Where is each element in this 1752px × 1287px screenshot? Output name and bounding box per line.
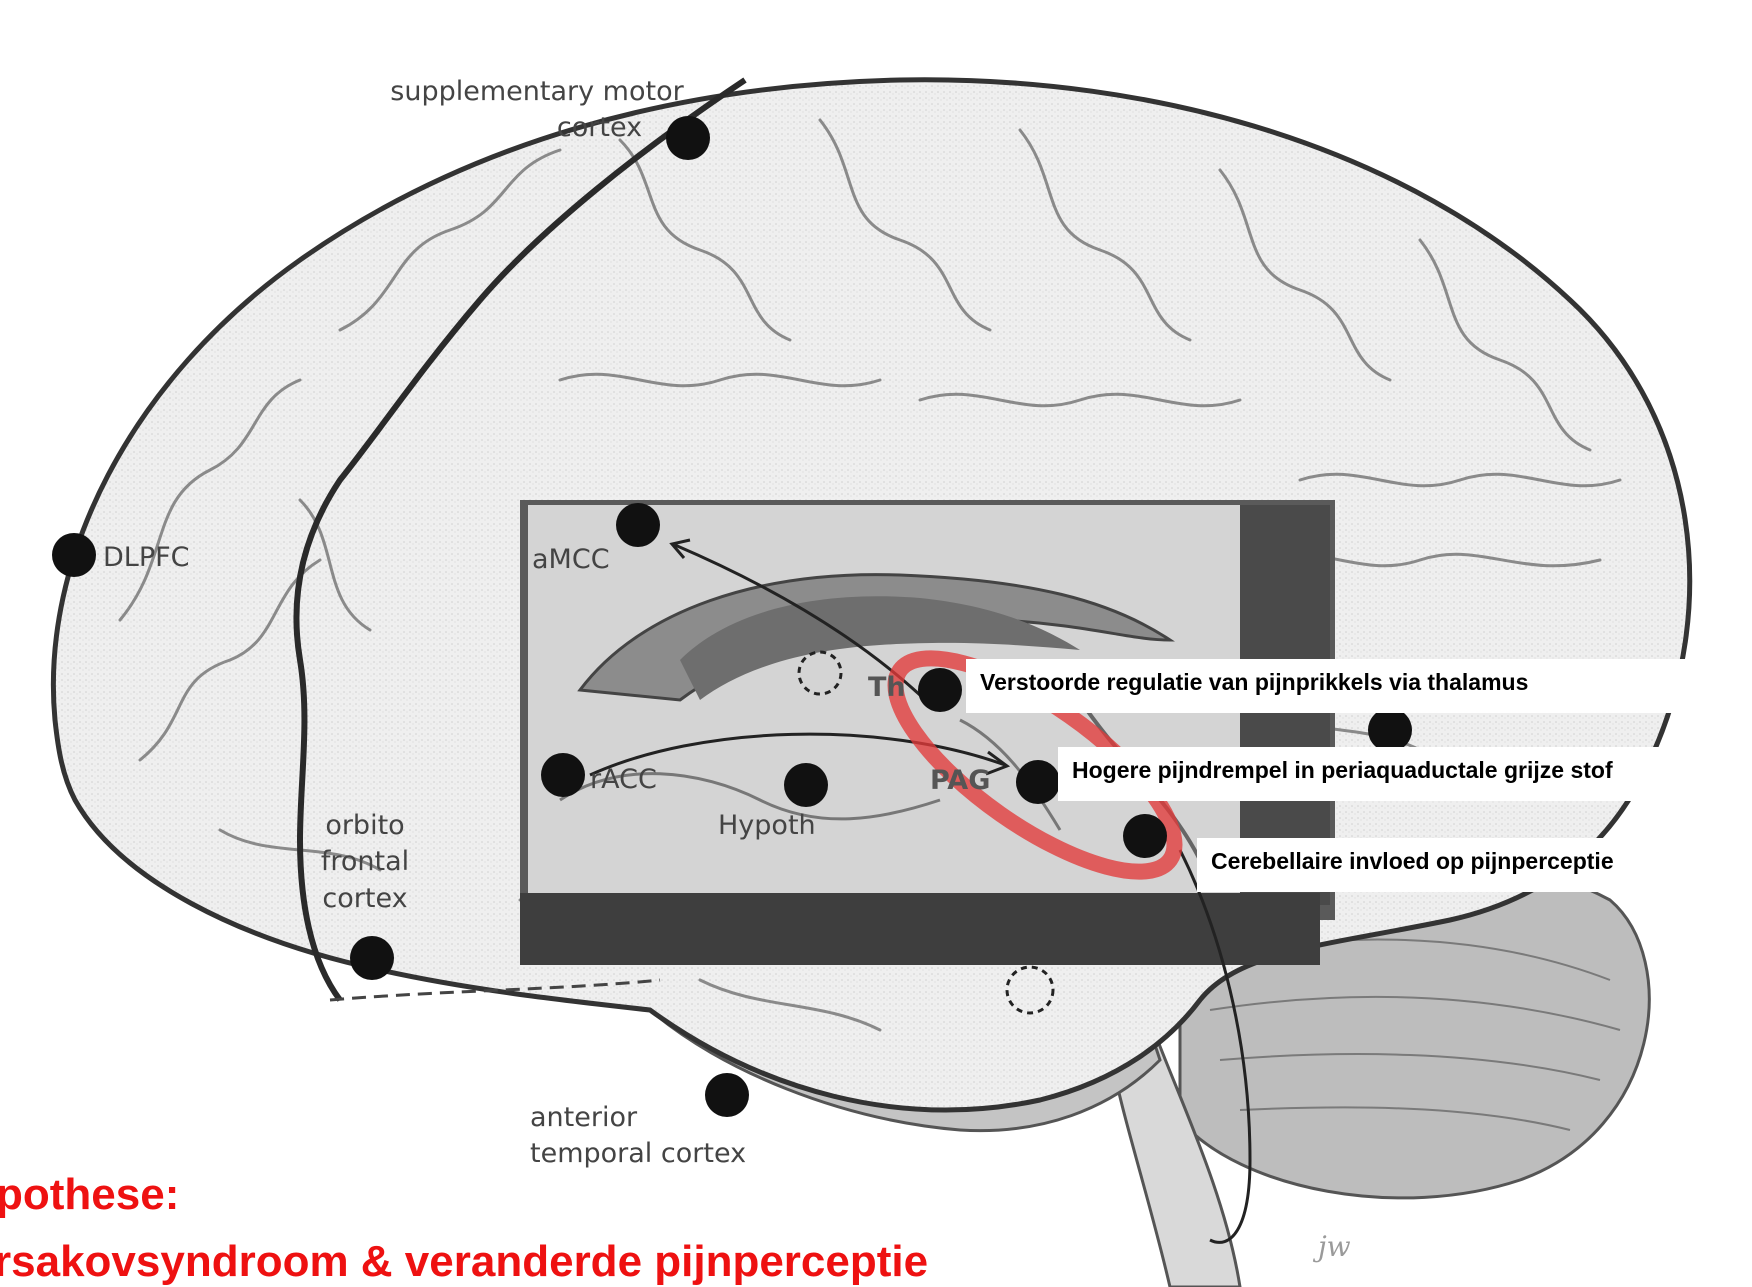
- label-pag: PAG: [930, 763, 990, 799]
- dot-right-hidden: [1368, 708, 1412, 752]
- artist-signature: jw: [1318, 1230, 1351, 1263]
- dot-orbito-frontal: [350, 936, 394, 980]
- label-th: Th: [868, 670, 906, 706]
- callout-thalamus: Verstoorde regulatie van pijnprikkels vi…: [966, 659, 1686, 713]
- label-supplementary-motor: supplementary motor cortex: [382, 74, 692, 147]
- dot-th: [918, 668, 962, 712]
- dot-pag: [1016, 760, 1060, 804]
- hypothesis-line-1: pothese:: [0, 1173, 179, 1217]
- label-hypoth: Hypoth: [718, 808, 816, 844]
- label-dlpfc: DLPFC: [103, 540, 190, 576]
- callout-pag: Hogere pijndrempel in periaquaductale gr…: [1058, 747, 1752, 801]
- dot-hypoth: [784, 763, 828, 807]
- dot-racc: [541, 753, 585, 797]
- label-racc: rACC: [590, 762, 657, 798]
- medial-view-inset: [520, 500, 1335, 965]
- dot-amcc: [616, 503, 660, 547]
- label-orbito-frontal: orbito frontal cortex: [300, 808, 430, 917]
- hypothesis-line-2: rsakovsyndroom & veranderde pijnpercepti…: [0, 1240, 928, 1284]
- dot-cerebellar: [1123, 814, 1167, 858]
- label-amcc: aMCC: [532, 542, 610, 578]
- label-anterior-temporal: anterior temporal cortex: [530, 1100, 746, 1173]
- dot-dlpfc: [52, 533, 96, 577]
- callout-cerebellum: Cerebellaire invloed op pijnperceptie: [1197, 838, 1737, 892]
